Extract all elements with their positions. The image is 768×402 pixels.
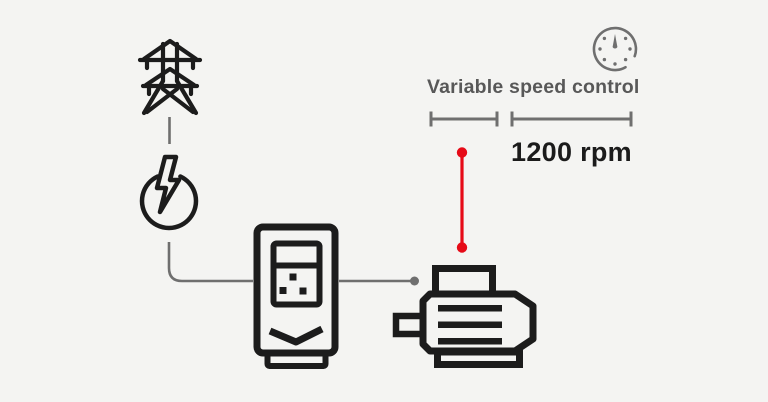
motor-shaft <box>392 312 427 338</box>
speedometer-tick-dot <box>623 57 628 62</box>
speedometer-tick-dot <box>602 36 607 41</box>
electric-motor-icon <box>392 265 537 368</box>
speed-range-bracket-right <box>510 111 633 127</box>
motor-fin-3 <box>438 338 502 345</box>
tower-insulators-2 <box>146 83 194 97</box>
tower-mid-roof <box>143 66 197 88</box>
variable-speed-drive-icon <box>253 223 339 369</box>
tower-top-roof <box>141 38 199 62</box>
power-lightning-icon <box>139 154 199 231</box>
lightning-bolt <box>154 154 182 215</box>
drive-display-panel <box>270 240 323 308</box>
motor-fin-1 <box>438 305 502 312</box>
drive-keypad-dot-1 <box>289 273 297 281</box>
speedometer-tick-dot <box>602 57 607 62</box>
power-to-drive-line <box>167 242 253 283</box>
motor-fin-2 <box>438 321 502 328</box>
speed-indicator-bottom-dot <box>456 242 468 253</box>
speedometer-tick-dot <box>598 47 602 51</box>
speedometer-tick-dot <box>628 47 632 51</box>
speed-indicator <box>456 147 468 253</box>
rpm-value-label: 1200 rpm <box>511 137 632 167</box>
speed-indicator-top-dot <box>456 147 468 158</box>
speedometer-tick-dot <box>623 36 628 41</box>
drive-keypad-dot-2 <box>279 287 287 294</box>
speedometer-dial <box>592 26 638 72</box>
tower-cross-brace <box>144 86 196 115</box>
tower-legs <box>141 78 199 116</box>
speedometer-tick-dot <box>613 62 617 66</box>
drive-keypad-dot-3 <box>299 287 307 295</box>
speedometer-needle <box>612 34 618 49</box>
motor-line-endpoint-dot <box>410 276 419 286</box>
drive-chevron <box>268 325 324 346</box>
variable-speed-control-label: Variable speed control <box>427 76 640 98</box>
transmission-tower-icon <box>137 38 203 116</box>
speed-range-bracket-left <box>429 111 499 127</box>
tower-insulators-1 <box>144 57 196 71</box>
speedometer-icon <box>592 26 638 72</box>
power-circle <box>139 174 199 231</box>
